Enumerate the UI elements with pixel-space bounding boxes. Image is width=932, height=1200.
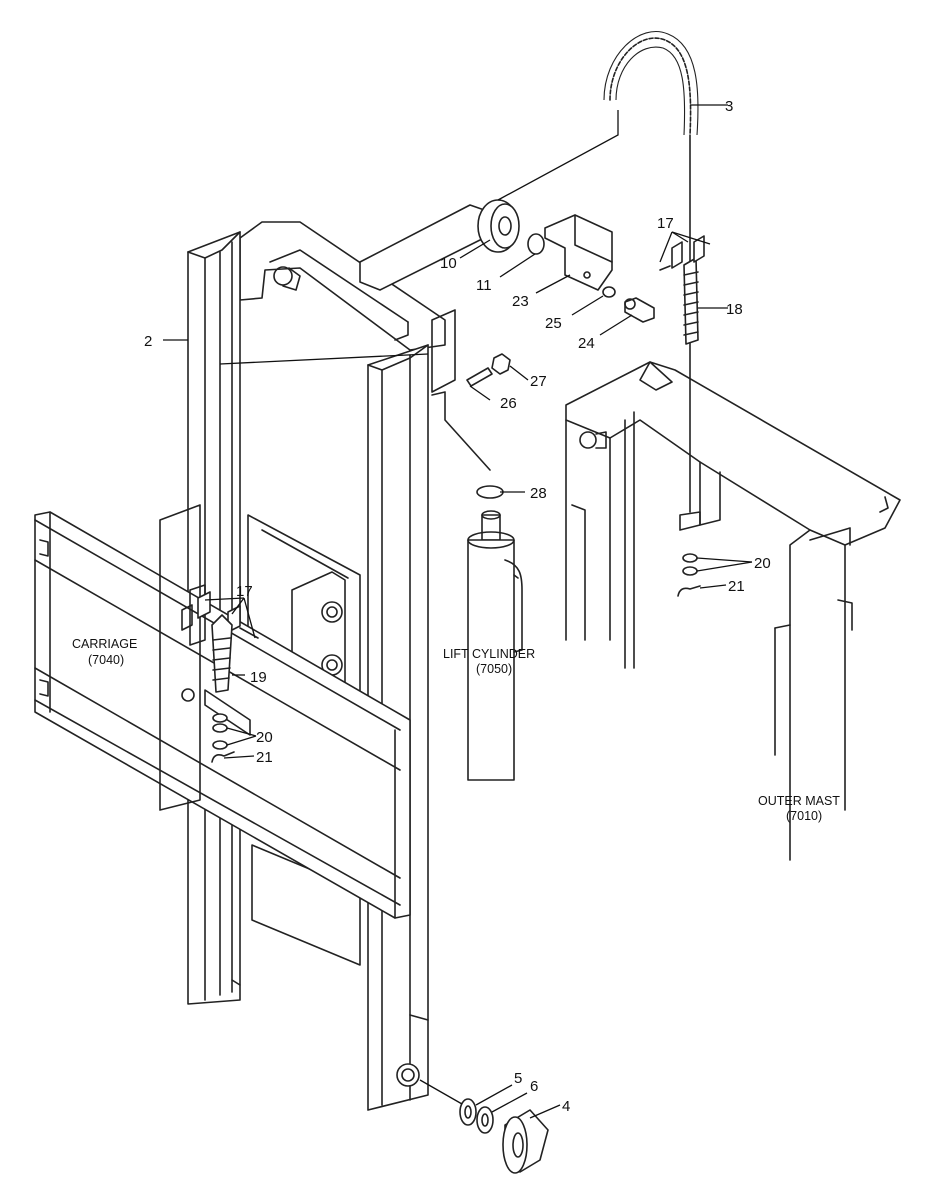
outer-mast-code: (7010): [786, 809, 822, 823]
callout-11: 11: [476, 277, 492, 294]
callout-21-right: 21: [728, 578, 745, 595]
callout-24: 24: [578, 335, 595, 352]
chain-adjuster-spring: [659, 235, 705, 345]
callout-19: 19: [250, 669, 267, 686]
callout-5: 5: [514, 1070, 522, 1087]
outer-mast-label: OUTER MAST: [758, 794, 840, 808]
callout-6: 6: [530, 1078, 538, 1095]
callout-17-left: 17: [236, 583, 253, 600]
outer-mast: [565, 361, 901, 861]
right-anchor-nuts: [677, 553, 701, 597]
lift-chain: [603, 31, 699, 136]
washer-25: [602, 286, 616, 298]
callout-21-left: 21: [256, 749, 273, 766]
lift-cylinder-label: LIFT CYLINDER: [443, 647, 535, 661]
callout-4: 4: [562, 1098, 570, 1115]
carriage-code: (7040): [88, 653, 124, 667]
callout-20-right: 20: [754, 555, 771, 572]
snap-ring: [527, 233, 545, 255]
leader-lines: [163, 104, 753, 1119]
callout-27: 27: [530, 373, 547, 390]
bearing-washers: [459, 1098, 549, 1174]
callout-23: 23: [512, 293, 529, 310]
callout-2: 2: [144, 333, 152, 350]
carriage-label: CARRIAGE: [72, 637, 137, 651]
carriage-chain-anchor: [197, 591, 259, 763]
bolt-24: [624, 297, 655, 323]
lift-cylinder-code: (7050): [476, 662, 512, 676]
callout-28: 28: [530, 485, 547, 502]
sheave-bracket: [544, 214, 613, 291]
callout-20-left: 20: [256, 729, 273, 746]
lift-cylinder: [431, 391, 523, 781]
callout-10: 10: [440, 255, 457, 272]
callout-26: 26: [500, 395, 517, 412]
callout-25: 25: [545, 315, 562, 332]
callout-17-right: 17: [657, 215, 674, 232]
callout-3: 3: [725, 98, 733, 115]
callout-18: 18: [726, 301, 743, 318]
bolt-26: [466, 353, 511, 387]
